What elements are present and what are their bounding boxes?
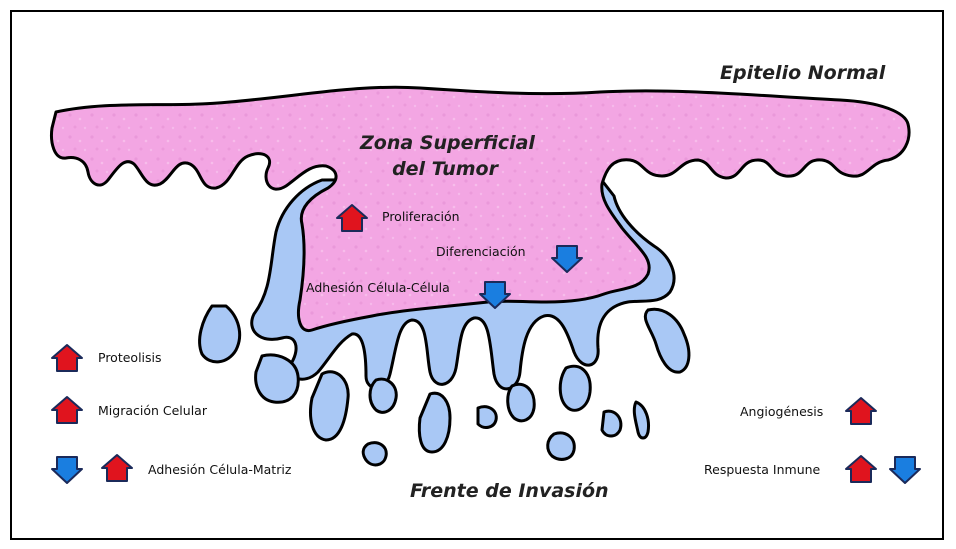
cell-matrix-adhesion-down-arrow (52, 457, 82, 483)
differentiation-label: Diferenciación (436, 244, 526, 259)
normal-epithelium-title: Epitelio Normal (720, 62, 885, 84)
cell-matrix-adhesion-up-arrow (102, 455, 132, 481)
cell-migration-label: Migración Celular (98, 403, 207, 418)
immune-response-down-arrow (890, 457, 920, 483)
superficial-zone-title-line2: del Tumor (360, 156, 530, 182)
cell-matrix-adhesion-label: Adhesión Célula-Matriz (148, 462, 291, 477)
cell-migration-up-arrow (52, 397, 82, 423)
superficial-zone-title: Zona Superficial del Tumor (360, 130, 530, 182)
proteolysis-label: Proteolisis (98, 350, 162, 365)
cell-cell-adhesion-label: Adhesión Célula-Célula (306, 280, 450, 295)
invasion-front-title: Frente de Invasión (410, 480, 609, 502)
proteolysis-up-arrow (52, 345, 82, 371)
angiogenesis-label: Angiogénesis (740, 404, 823, 419)
immune-response-label: Respuesta Inmune (704, 462, 820, 477)
proliferation-label: Proliferación (382, 209, 460, 224)
angiogenesis-up-arrow (846, 398, 876, 424)
immune-response-up-arrow (846, 456, 876, 482)
superficial-zone-title-line1: Zona Superficial (360, 130, 530, 156)
